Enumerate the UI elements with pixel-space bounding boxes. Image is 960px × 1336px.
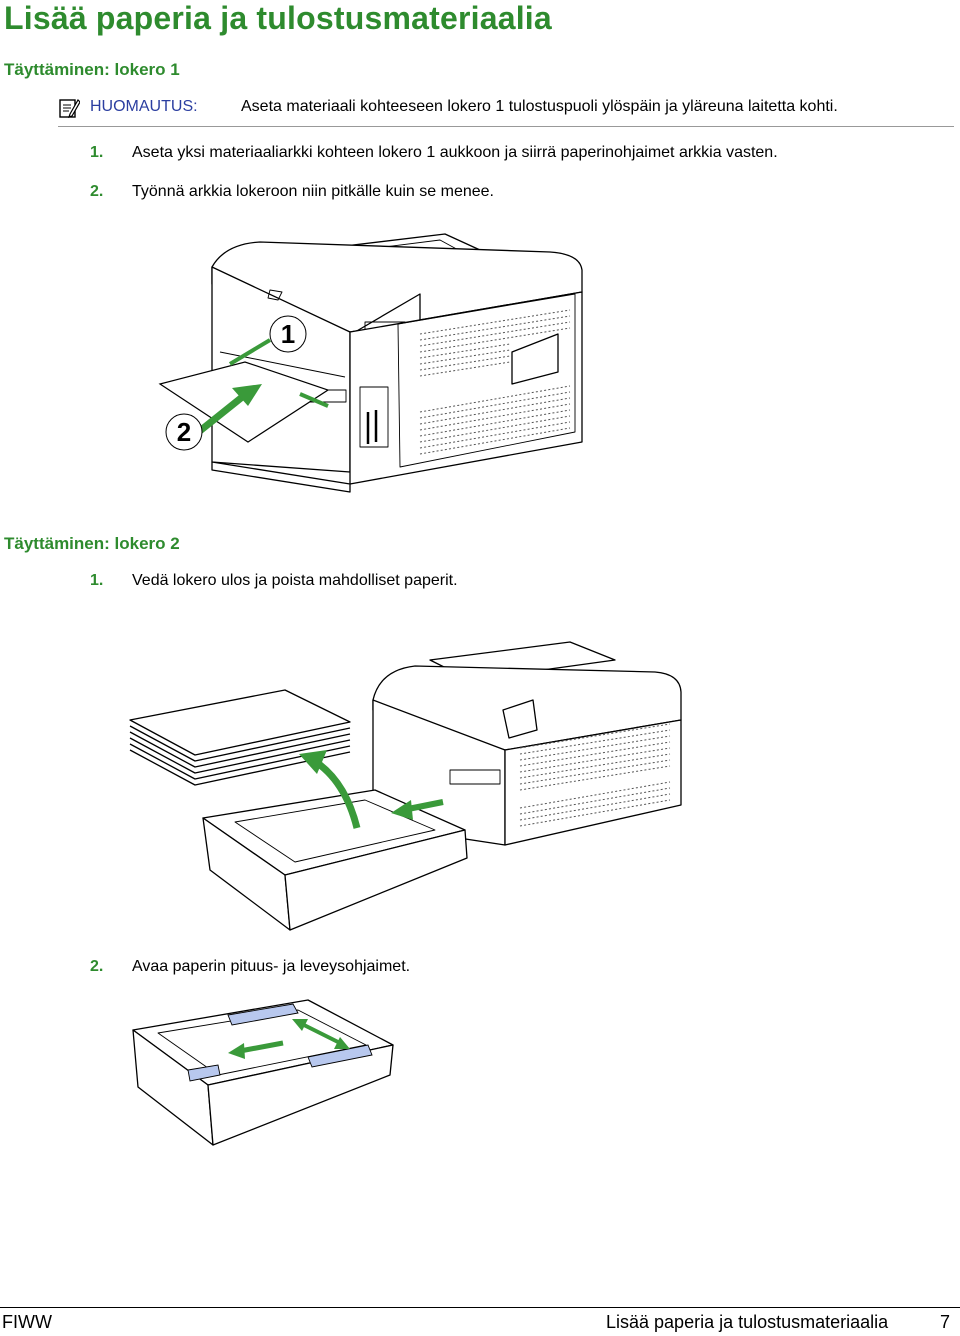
page-title: Lisää paperia ja tulostusmateriaalia	[4, 0, 552, 36]
note-icon	[59, 99, 80, 118]
step-number: 2.	[90, 958, 104, 975]
printer-tray2-illustration	[129, 641, 682, 931]
tray-guides-illustration	[132, 999, 394, 1146]
printer-tray1-illustration: 1 2	[158, 233, 583, 493]
footer-title: Lisää paperia ja tulostusmateriaalia	[606, 1312, 889, 1332]
page-number: 7	[940, 1312, 951, 1332]
section-heading-tray2: Täyttäminen: lokero 2	[4, 534, 180, 553]
step-number: 1.	[90, 572, 104, 589]
footer-left: FIWW	[2, 1312, 52, 1332]
callout-2: 2	[177, 417, 191, 447]
step-number: 1.	[90, 144, 104, 161]
step-text: Avaa paperin pituus- ja leveysohjaimet.	[132, 958, 411, 975]
section-heading-tray1: Täyttäminen: lokero 1	[4, 60, 180, 79]
callout-1: 1	[281, 319, 295, 349]
footer-divider	[0, 1307, 960, 1308]
step-text: Työnnä arkkia lokeroon niin pitkälle kui…	[132, 183, 494, 200]
note-divider	[58, 126, 954, 127]
note-label: HUOMAUTUS:	[90, 98, 198, 115]
step-text: Aseta yksi materiaaliarkki kohteen loker…	[132, 144, 778, 161]
step-number: 2.	[90, 183, 104, 200]
step-text: Vedä lokero ulos ja poista mahdolliset p…	[132, 572, 458, 589]
note-text: Aseta materiaali kohteeseen lokero 1 tul…	[241, 98, 838, 115]
